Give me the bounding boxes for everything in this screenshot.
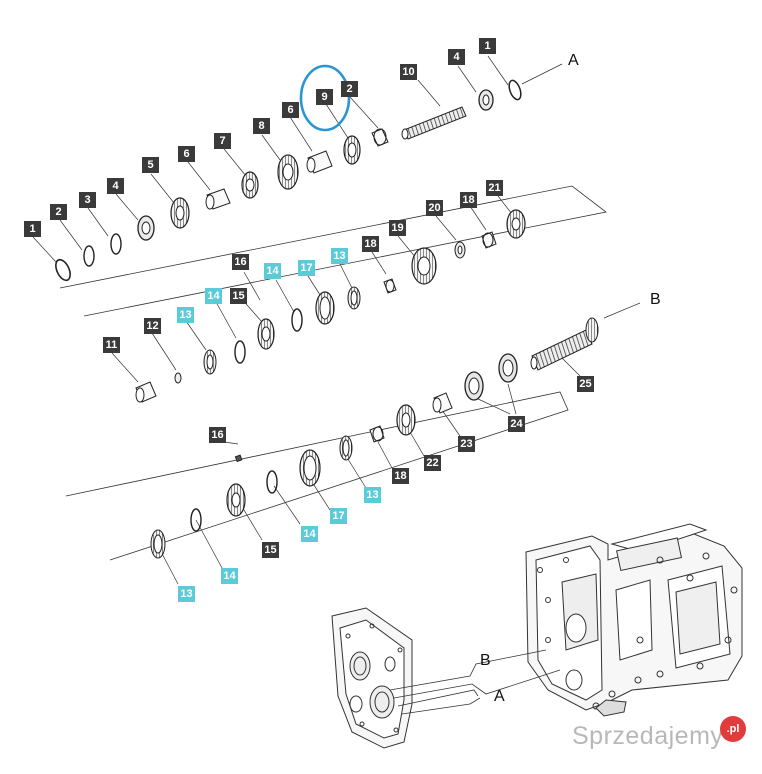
lower-shaft-group bbox=[150, 302, 641, 585]
part-label-13: 13 bbox=[331, 248, 348, 264]
part-label-9: 9 bbox=[316, 89, 333, 105]
part-label-1: 1 bbox=[479, 38, 496, 54]
housing-group bbox=[331, 523, 743, 749]
part-label-18: 18 bbox=[460, 192, 477, 208]
part-label-14: 14 bbox=[221, 568, 238, 584]
part-label-6: 6 bbox=[282, 102, 299, 118]
reference-letter-b: B bbox=[650, 291, 661, 308]
highlight-circle bbox=[299, 64, 351, 132]
part-label-14: 14 bbox=[205, 288, 222, 304]
cover-plate bbox=[331, 607, 413, 749]
part-label-2: 2 bbox=[341, 81, 358, 97]
part-label-23: 23 bbox=[458, 436, 475, 452]
part-label-5: 5 bbox=[142, 157, 159, 173]
part-label-4: 4 bbox=[107, 178, 124, 194]
part-label-6: 6 bbox=[178, 146, 195, 162]
watermark-text: Sprzedajemy bbox=[572, 722, 724, 750]
part-label-3: 3 bbox=[79, 192, 96, 208]
part-label-16: 16 bbox=[209, 427, 226, 443]
part-label-17: 17 bbox=[298, 260, 315, 276]
part-label-1: 1 bbox=[24, 221, 41, 237]
part-label-24: 24 bbox=[508, 416, 525, 432]
part-label-16: 16 bbox=[232, 254, 249, 270]
part-label-18: 18 bbox=[362, 236, 379, 252]
part-label-15: 15 bbox=[262, 542, 279, 558]
part-label-18: 18 bbox=[392, 468, 409, 484]
part-label-25: 25 bbox=[577, 376, 594, 392]
part-label-22: 22 bbox=[424, 455, 441, 471]
top-shaft-group bbox=[32, 55, 563, 282]
part-label-7: 7 bbox=[214, 133, 231, 149]
lower-section-outline bbox=[65, 391, 569, 561]
section-outline bbox=[59, 185, 607, 561]
part-label-15: 15 bbox=[230, 288, 247, 304]
part-label-17: 17 bbox=[330, 508, 347, 524]
part-label-8: 8 bbox=[253, 118, 270, 134]
part-label-21: 21 bbox=[486, 180, 503, 196]
part-label-4: 4 bbox=[448, 49, 465, 65]
main-housing bbox=[525, 523, 743, 717]
reference-letter-a: A bbox=[494, 688, 505, 705]
part-label-13: 13 bbox=[178, 586, 195, 602]
watermark-badge: .pl bbox=[720, 716, 746, 742]
part-label-20: 20 bbox=[426, 200, 443, 216]
part-label-12: 12 bbox=[144, 318, 161, 334]
part-label-14: 14 bbox=[301, 526, 318, 542]
part-label-10: 10 bbox=[400, 64, 417, 80]
reference-letter-a: A bbox=[568, 52, 579, 69]
connector-lines bbox=[389, 649, 561, 715]
part-label-13: 13 bbox=[177, 307, 194, 323]
upper-section-outline bbox=[59, 185, 607, 317]
part-label-19: 19 bbox=[389, 220, 406, 236]
part-label-2: 2 bbox=[50, 204, 67, 220]
part-label-13: 13 bbox=[364, 487, 381, 503]
middle-shaft-group bbox=[111, 195, 526, 403]
part-label-14: 14 bbox=[264, 263, 281, 279]
part-label-11: 11 bbox=[103, 337, 120, 353]
reference-letter-b: B bbox=[480, 652, 491, 669]
